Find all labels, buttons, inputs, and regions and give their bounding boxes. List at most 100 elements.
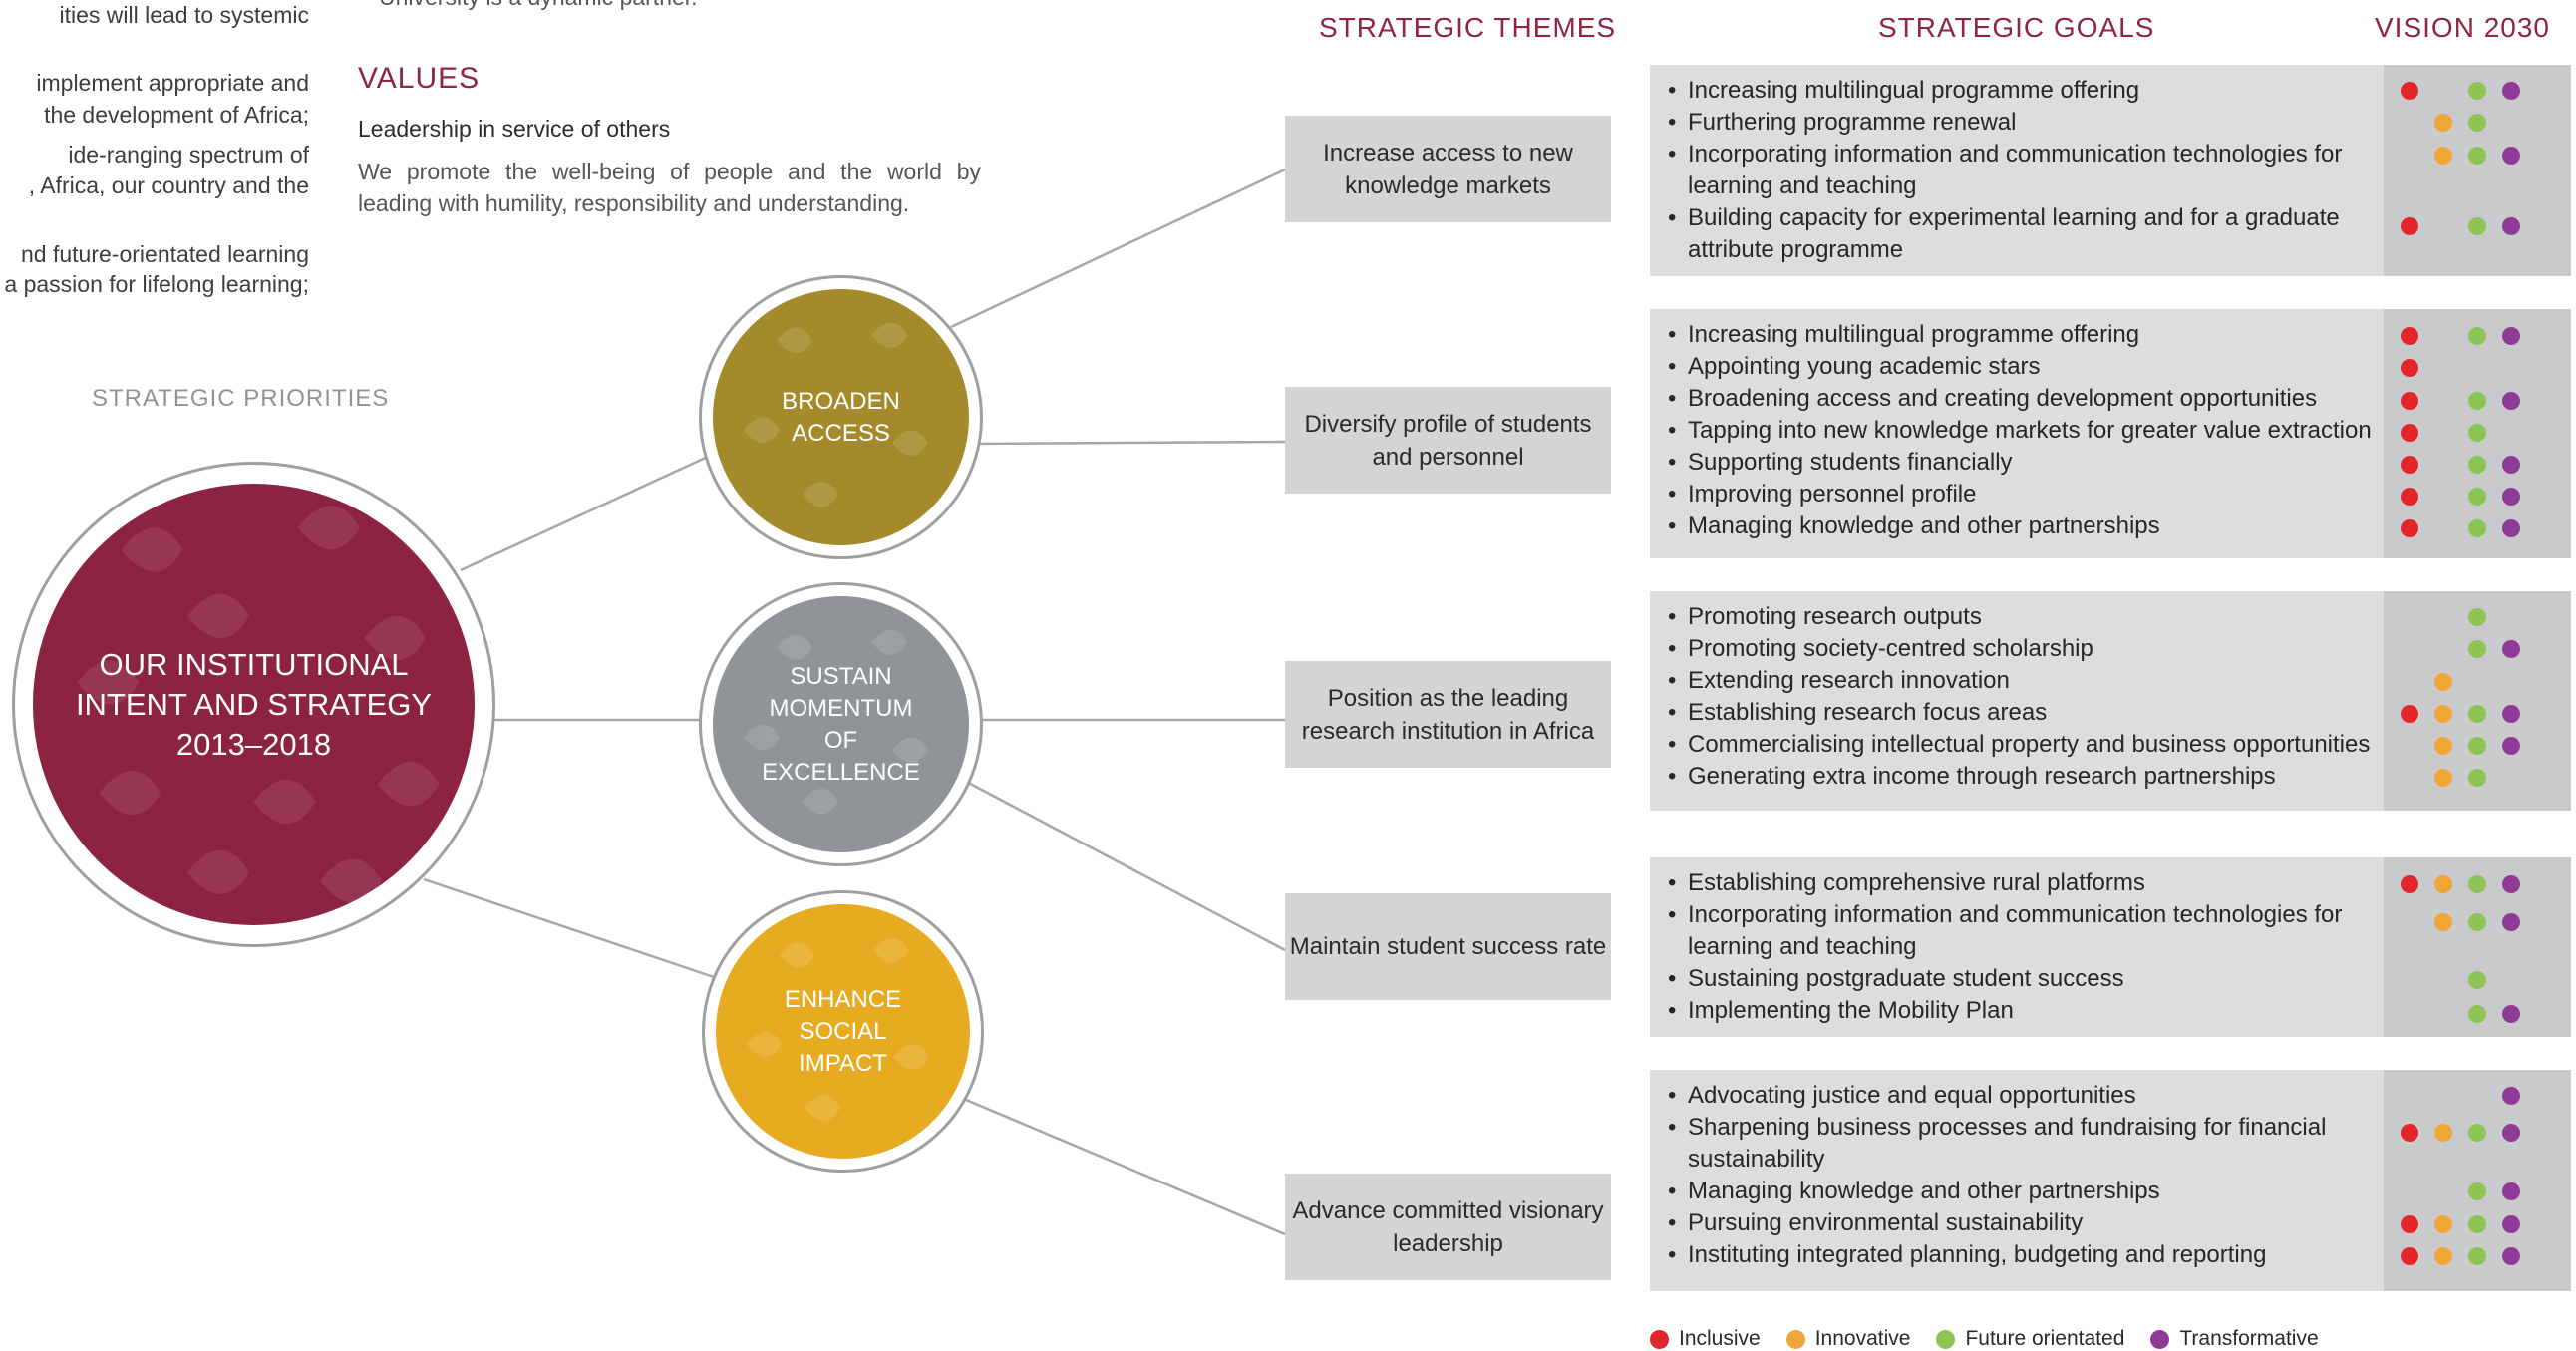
goal-item: Building capacity for experimental learn… — [1666, 202, 2374, 266]
inclusive-dot-icon — [2401, 424, 2418, 442]
transformative-dot-icon — [2502, 1124, 2520, 1142]
priority-label-enhance: ENHANCE SOCIAL IMPACT — [784, 985, 902, 1077]
goal-item: Sustaining postgraduate student success — [1666, 963, 2374, 995]
goal-item: Extending research innovation — [1666, 665, 2374, 697]
goal-list: Promoting research outputs Promoting soc… — [1666, 601, 2374, 793]
transformative-dot-icon — [2502, 488, 2520, 506]
future-dot-icon — [2468, 640, 2486, 658]
leaf-pattern-icon — [743, 629, 928, 815]
goal-item: Managing knowledge and other partnership… — [1666, 1176, 2374, 1207]
inclusive-dot-icon — [2401, 359, 2418, 377]
inclusive-dot-icon — [1650, 1329, 1669, 1349]
goal-list: Advocating justice and equal opportuniti… — [1666, 1080, 2374, 1271]
leaf-pattern-icon — [746, 937, 930, 1121]
future-dot-icon — [2468, 608, 2486, 626]
goal-item: Incorporating information and communicat… — [1666, 899, 2374, 963]
inclusive-dot-icon — [2401, 1215, 2418, 1233]
innovative-dot-icon — [2434, 737, 2452, 755]
transformative-dot-icon — [2502, 147, 2520, 165]
transformative-dot-icon — [2502, 1005, 2520, 1023]
transformative-dot-icon — [2502, 327, 2520, 345]
values-heading: VALUES — [358, 62, 481, 95]
inclusive-dot-icon — [2401, 875, 2418, 893]
priority-circle-enhance-social-impact: ENHANCE SOCIAL IMPACT — [716, 904, 970, 1159]
transformative-dot-icon — [2502, 392, 2520, 410]
left-text-line: a passion for lifelong learning; — [4, 271, 309, 297]
goal-item: Supporting students financially — [1666, 447, 2374, 479]
strategic-priorities-label: STRATEGIC PRIORITIES — [92, 385, 390, 412]
legend-label: Future orientated — [1965, 1327, 2125, 1350]
future-dot-icon — [2468, 424, 2486, 442]
connector-main-to-broaden — [460, 454, 711, 572]
goal-panel: Increasing multilingual programme offeri… — [1650, 309, 2571, 558]
main-circle-label: OUR INSTITUTIONAL INTENT AND STRATEGY 20… — [75, 646, 433, 762]
intro-fragment: University is a dynamic partner. — [379, 0, 698, 11]
inclusive-dot-icon — [2401, 705, 2418, 723]
future-dot-icon — [2468, 327, 2486, 345]
innovative-dot-icon — [2434, 1124, 2452, 1142]
transformative-dot-icon — [2502, 1247, 2520, 1265]
innovative-dot-icon — [2434, 769, 2452, 787]
goal-item: Generating extra income through research… — [1666, 761, 2374, 793]
innovative-dot-icon — [2434, 875, 2452, 893]
transformative-dot-icon — [2502, 217, 2520, 235]
future-dot-icon — [2468, 1247, 2486, 1265]
future-dot-icon — [2468, 82, 2486, 100]
future-dot-icon — [2468, 147, 2486, 165]
connector-broaden-to-theme-2 — [968, 440, 1286, 446]
left-text-line: nd future-orientated learning — [21, 241, 309, 267]
innovative-dot-icon — [2434, 147, 2452, 165]
left-text-line: ities will lead to systemic — [59, 2, 309, 28]
vision-legend: Inclusive Innovative Future orientated T… — [1650, 1327, 2345, 1351]
inclusive-dot-icon — [2401, 1124, 2418, 1142]
theme-box: Diversify profile of students and person… — [1285, 387, 1611, 494]
transformative-dot-icon — [2502, 875, 2520, 893]
goal-item: Increasing multilingual programme offeri… — [1666, 75, 2374, 107]
theme-box: Advance committed visionary leadership — [1285, 1174, 1611, 1280]
legend-item-transformative: Transformative — [2150, 1327, 2319, 1351]
inclusive-dot-icon — [2401, 327, 2418, 345]
future-dot-icon — [2468, 114, 2486, 132]
inclusive-dot-icon — [2401, 1247, 2418, 1265]
goal-panel: Establishing comprehensive rural platfor… — [1650, 857, 2571, 1037]
left-text-line: , Africa, our country and the — [28, 172, 309, 198]
inclusive-dot-icon — [2401, 519, 2418, 537]
inclusive-dot-icon — [2401, 456, 2418, 474]
goal-item: Advocating justice and equal opportuniti… — [1666, 1080, 2374, 1112]
transformative-dot-icon — [2502, 456, 2520, 474]
transformative-dot-icon — [2502, 640, 2520, 658]
goal-item: Managing knowledge and other partnership… — [1666, 510, 2374, 542]
future-dot-icon — [2468, 913, 2486, 931]
left-text-line: the development of Africa; — [44, 102, 309, 128]
transformative-dot-icon — [2502, 737, 2520, 755]
future-dot-icon — [2468, 1124, 2486, 1142]
goal-item: Broadening access and creating developme… — [1666, 383, 2374, 415]
transformative-dot-icon — [2502, 1215, 2520, 1233]
connector-sustain-to-theme-4 — [958, 776, 1286, 952]
goal-item: Furthering programme renewal — [1666, 107, 2374, 139]
inclusive-dot-icon — [2401, 217, 2418, 235]
goal-item: Pursuing environmental sustainability — [1666, 1207, 2374, 1239]
future-dot-icon — [2468, 392, 2486, 410]
goal-item: Promoting society-centred scholarship — [1666, 633, 2374, 665]
transformative-dot-icon — [2502, 519, 2520, 537]
future-dot-icon — [2468, 1215, 2486, 1233]
leaf-pattern-icon — [77, 506, 440, 903]
theme-box: Increase access to new knowledge markets — [1285, 116, 1611, 222]
goal-item: Promoting research outputs — [1666, 601, 2374, 633]
priority-label-sustain: SUSTAIN MOMENTUM OF EXCELLENCE — [762, 662, 920, 786]
innovative-dot-icon — [2434, 114, 2452, 132]
main-strategy-circle: OUR INSTITUTIONAL INTENT AND STRATEGY 20… — [33, 484, 475, 925]
future-dot-icon — [2468, 519, 2486, 537]
transformative-dot-icon — [2502, 82, 2520, 100]
goal-item: Commercialising intellectual property an… — [1666, 729, 2374, 761]
goal-panel: Advocating justice and equal opportuniti… — [1650, 1070, 2571, 1291]
legend-label: Inclusive — [1679, 1327, 1761, 1350]
future-dot-icon — [2468, 737, 2486, 755]
priority-label-broaden: BROADEN ACCESS — [782, 387, 900, 447]
goal-item: Instituting integrated planning, budgeti… — [1666, 1239, 2374, 1271]
vision-column — [2384, 65, 2571, 276]
inclusive-dot-icon — [2401, 392, 2418, 410]
future-dot-icon — [2468, 875, 2486, 893]
